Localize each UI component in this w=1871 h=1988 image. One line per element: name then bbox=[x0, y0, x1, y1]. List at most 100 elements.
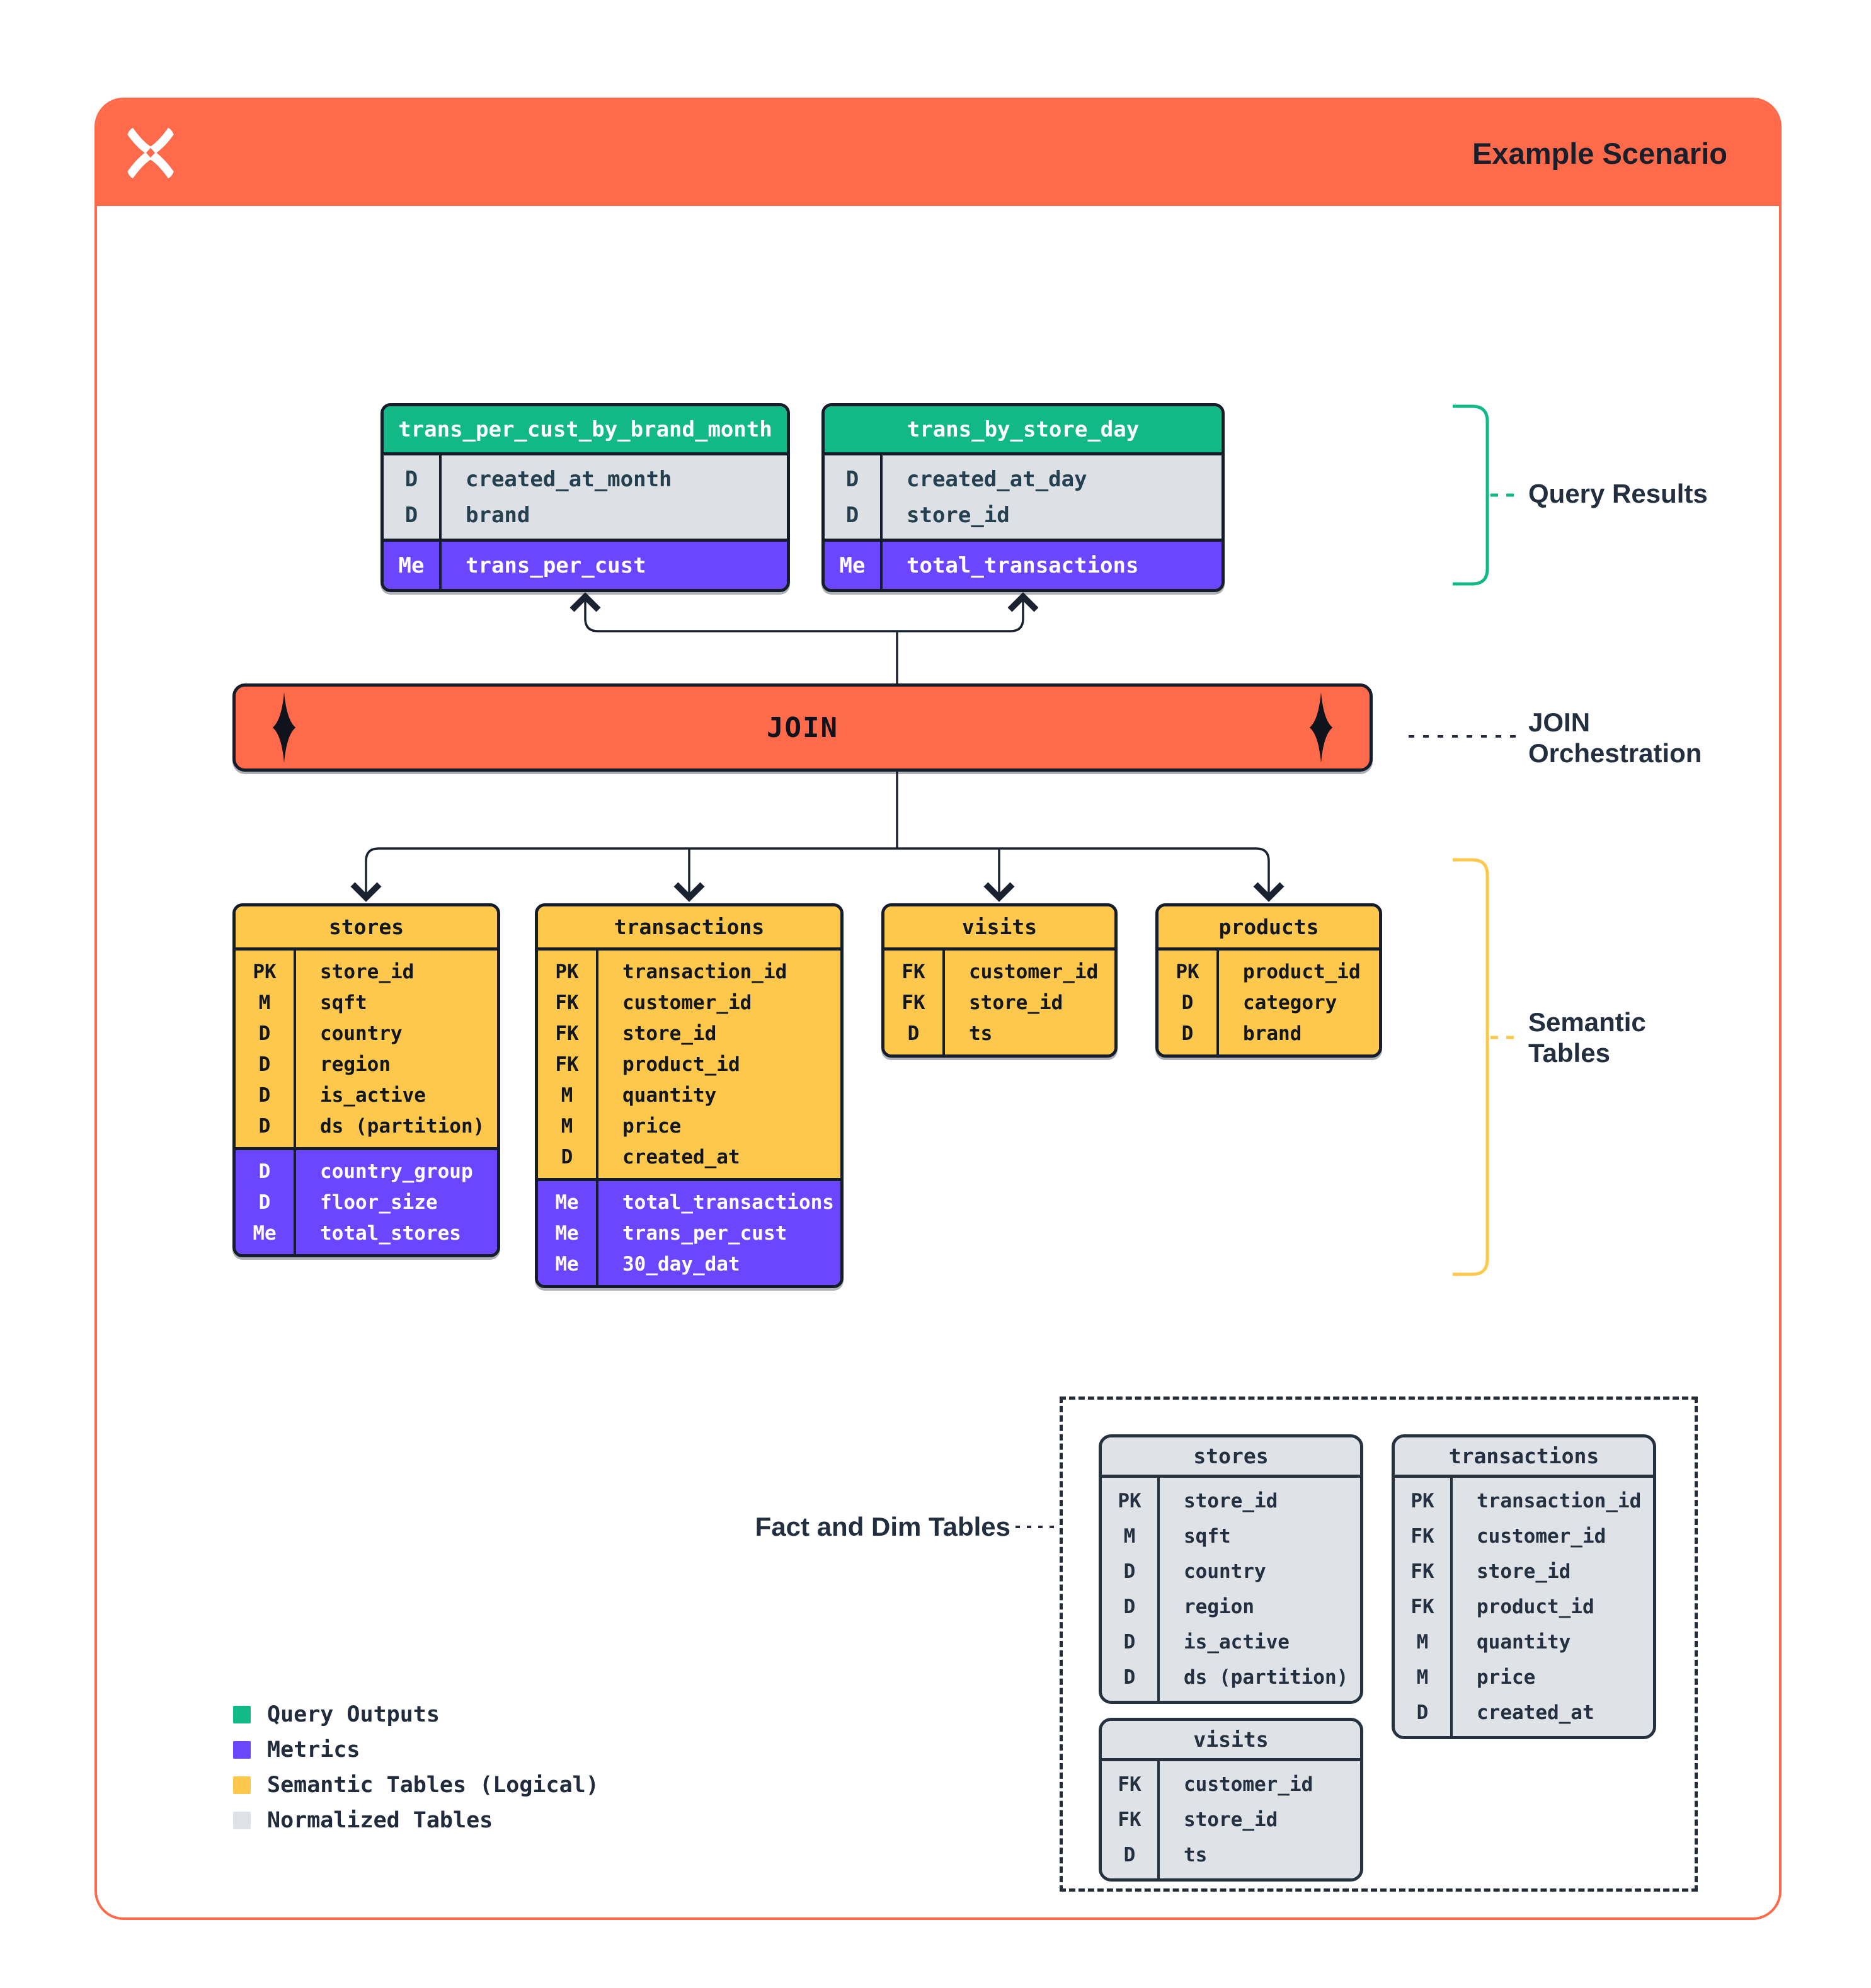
column-name: brand bbox=[1243, 1022, 1302, 1045]
join-orchestration-label: JOIN Orchestration bbox=[1528, 707, 1702, 768]
column-name: created_at bbox=[622, 1145, 740, 1168]
dagster-logo-icon bbox=[126, 125, 175, 181]
column-key: FK bbox=[1410, 1525, 1434, 1548]
table-row: FK customer_id bbox=[1102, 1767, 1360, 1802]
column-key: FK bbox=[555, 1022, 579, 1045]
sparkle-icon bbox=[272, 692, 296, 763]
column-key: PK bbox=[1410, 1490, 1434, 1512]
column-key: FK bbox=[555, 991, 579, 1014]
table-title: transactions bbox=[538, 906, 840, 951]
column-key: D bbox=[1181, 1022, 1194, 1045]
column-name: created_at bbox=[1477, 1701, 1594, 1724]
header-bar: Example Scenario bbox=[97, 100, 1779, 206]
column-name: customer_id bbox=[1184, 1773, 1313, 1796]
column-key: D bbox=[404, 502, 418, 528]
legend-label: Query Outputs bbox=[267, 1702, 440, 1727]
semantic-tables-line1: Semantic bbox=[1528, 1007, 1646, 1037]
legend-label: Metrics bbox=[267, 1737, 360, 1762]
column-key: D bbox=[258, 1053, 271, 1076]
column-name: created_at_day bbox=[907, 466, 1087, 492]
column-key: Me bbox=[398, 552, 425, 578]
column-key: D bbox=[1123, 1560, 1136, 1583]
column-name: quantity bbox=[1477, 1631, 1571, 1654]
column-name: 30_day_dat bbox=[622, 1252, 740, 1276]
column-key: D bbox=[1123, 1596, 1136, 1618]
column-key: FK bbox=[901, 991, 925, 1014]
column-key: D bbox=[1181, 991, 1194, 1014]
column-name: trans_per_cust bbox=[466, 552, 646, 578]
column-name: floor_size bbox=[320, 1191, 438, 1214]
column-key: M bbox=[1416, 1666, 1429, 1689]
legend-swatch bbox=[233, 1776, 251, 1794]
column-key: FK bbox=[1118, 1773, 1141, 1796]
column-name: product_id bbox=[1243, 960, 1361, 983]
column-key: M bbox=[258, 991, 271, 1014]
column-name: ts bbox=[1184, 1844, 1208, 1866]
column-name: customer_id bbox=[969, 960, 1099, 983]
column-key: D bbox=[845, 502, 859, 528]
fact-dim-box bbox=[1060, 1397, 1698, 1892]
table-title: visits bbox=[884, 906, 1114, 951]
query-results-label: Query Results bbox=[1528, 479, 1708, 508]
header-title: Example Scenario bbox=[1472, 136, 1727, 170]
column-name: price bbox=[622, 1114, 682, 1138]
column-key: M bbox=[561, 1083, 573, 1107]
column-key: PK bbox=[1176, 960, 1199, 983]
column-name: category bbox=[1243, 991, 1337, 1014]
legend-label: Semantic Tables (Logical) bbox=[267, 1773, 599, 1798]
column-key: D bbox=[258, 1022, 271, 1045]
column-name: product_id bbox=[1477, 1596, 1594, 1618]
column-name: store_id bbox=[1477, 1560, 1571, 1583]
column-key: FK bbox=[1410, 1596, 1434, 1618]
column-name: is_active bbox=[1184, 1631, 1290, 1654]
legend-swatch bbox=[233, 1706, 251, 1723]
column-key: D bbox=[1123, 1844, 1136, 1866]
column-name: total_transactions bbox=[622, 1191, 834, 1214]
table-title: visits bbox=[1102, 1721, 1360, 1761]
table-title: trans_per_cust_by_brand_month bbox=[384, 406, 787, 455]
column-key: Me bbox=[555, 1252, 579, 1276]
column-key: D bbox=[845, 466, 859, 492]
column-name: brand bbox=[466, 502, 530, 528]
semantic-tables-line2: Tables bbox=[1528, 1037, 1610, 1068]
legend-item: Query Outputs bbox=[233, 1702, 599, 1727]
fact-dim-label: Fact and Dim Tables bbox=[755, 1512, 1010, 1541]
table-title: products bbox=[1159, 906, 1379, 951]
column-key: M bbox=[1123, 1525, 1136, 1548]
column-key: M bbox=[1416, 1631, 1429, 1654]
table-title: trans_by_store_day bbox=[825, 406, 1222, 455]
